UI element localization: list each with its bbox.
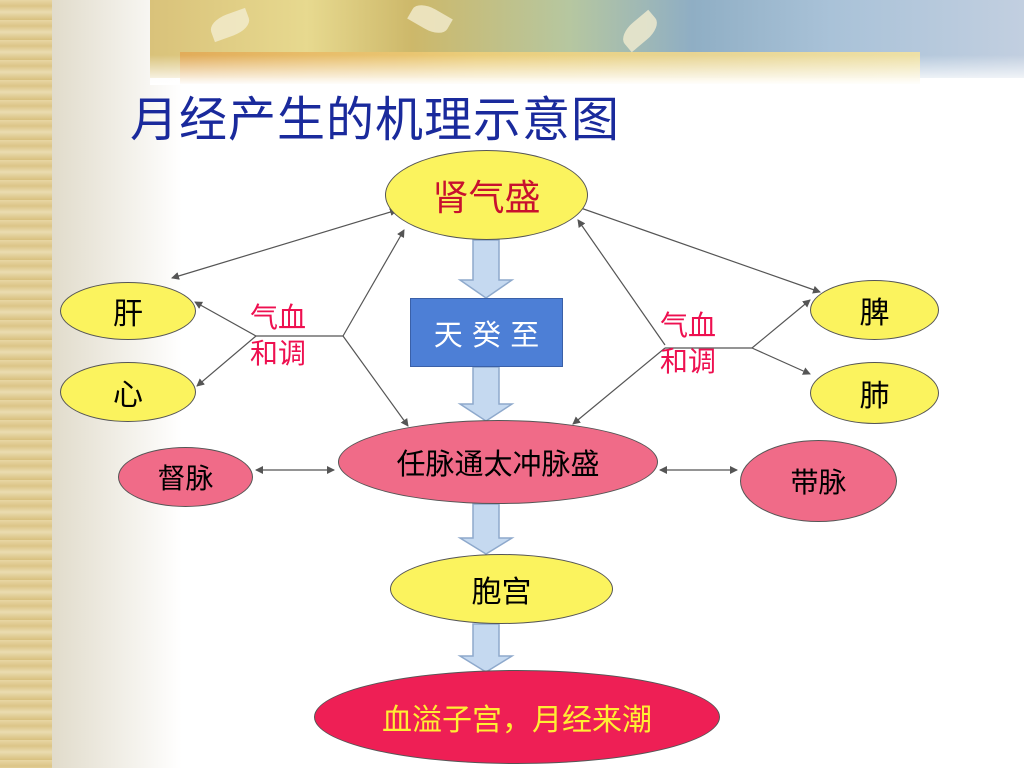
node-daimai: 带脉	[740, 440, 897, 522]
node-yueji: 血溢子宫，月经来潮	[314, 670, 720, 764]
node-xin: 心	[60, 362, 196, 422]
line-qixue-xin	[196, 335, 257, 387]
line-shenqi-pi	[574, 204, 821, 294]
block-arrow-shenqi-tiangui	[457, 239, 515, 299]
label-qixue-right-line2: 和调	[660, 345, 717, 378]
node-fei: 肺	[810, 362, 939, 424]
block-arrow-renmai-baogong	[457, 503, 515, 555]
page-title: 月经产生的机理示意图	[130, 92, 621, 148]
line-shenqi-renmai-left	[342, 229, 405, 337]
block-arrow-tiangui-renmai	[457, 366, 515, 422]
node-gan: 肝	[60, 282, 196, 340]
line-gan-qixue	[194, 301, 257, 337]
line-shenqi-renmai-right	[577, 219, 666, 346]
node-shenqi: 肾气盛	[385, 150, 588, 240]
label-qixue-right-line1: 气血	[660, 309, 717, 342]
node-dumai: 督脉	[118, 447, 253, 507]
header-banner-fade	[150, 55, 1024, 85]
line-shenqi-gan	[171, 208, 398, 280]
line-qixue-pi	[751, 299, 811, 349]
node-renmai: 任脉通太冲脉盛	[338, 420, 658, 504]
node-pi: 脾	[810, 280, 939, 340]
line-qixue-renmai-left	[342, 335, 409, 427]
block-arrow-baogong-yueji	[457, 623, 515, 673]
label-qixue-left-line1: 气血	[250, 301, 307, 334]
line-qixue-fei	[751, 347, 811, 375]
node-tiangui: 天 癸 至	[410, 298, 563, 367]
label-qixue-right: 气血 和调	[660, 308, 716, 380]
label-qixue-left-line2: 和调	[250, 337, 307, 370]
label-qixue-left: 气血 和调	[250, 300, 306, 372]
line-qixue-renmai-right	[572, 347, 666, 425]
background-strip	[0, 0, 52, 768]
node-baogong: 胞宫	[390, 554, 613, 624]
